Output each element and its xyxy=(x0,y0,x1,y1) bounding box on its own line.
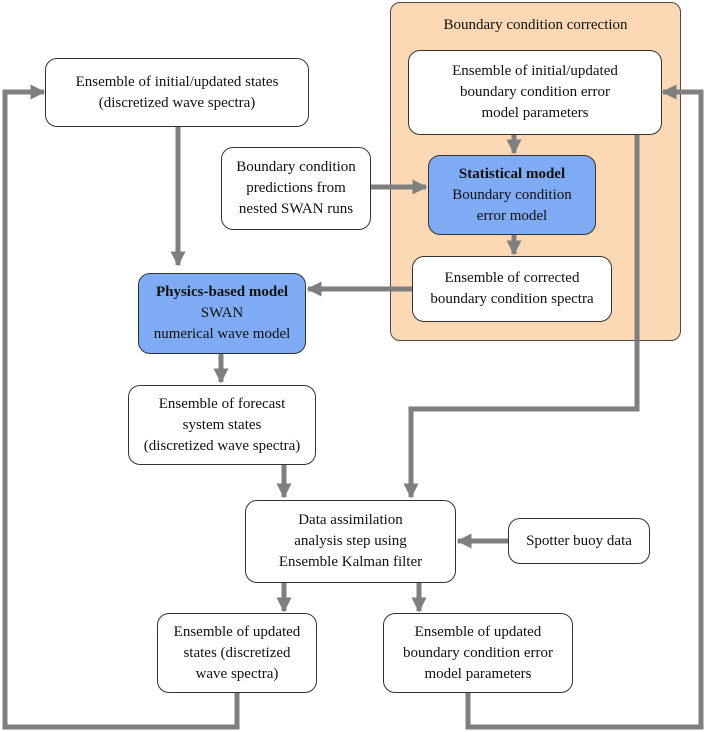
node-line: Ensemble Kalman filter xyxy=(278,554,423,570)
node-line: Ensemble of initial/updated states xyxy=(75,73,279,90)
node-line: SWAN xyxy=(200,305,244,321)
node-line: boundary condition error xyxy=(403,644,553,661)
node-line: model parameters xyxy=(481,105,589,121)
node-statistical-model: Statistical model Boundary condition err… xyxy=(428,155,596,235)
node-line: boundary condition spectra xyxy=(430,291,594,307)
node-line: Ensemble of updated xyxy=(173,623,301,640)
node-line: Spotter buoy data xyxy=(526,532,632,549)
node-line: error model xyxy=(476,207,548,224)
node-ensemble-initial-bc-params: Ensemble of initial/updated boundary con… xyxy=(408,50,662,135)
node-line: wave spectra) xyxy=(195,665,279,682)
node-corrected-bc-spectra: Ensemble of corrected boundary condition… xyxy=(412,256,612,322)
node-line: Ensemble of forecast xyxy=(158,395,286,412)
node-line: predictions from xyxy=(246,180,346,196)
arrow-bc-params-to-assimilation xyxy=(403,135,640,499)
group-title: Boundary condition correction xyxy=(443,17,628,33)
node-line: nested SWAN runs xyxy=(238,201,354,217)
node-line: Ensemble of corrected xyxy=(444,270,580,286)
node-spotter-buoy-data: Spotter buoy data xyxy=(508,518,650,564)
node-line: Boundary condition xyxy=(452,186,572,203)
node-line: numerical wave model xyxy=(153,326,291,342)
node-line: Boundary condition xyxy=(236,159,356,175)
node-ensemble-initial-states: Ensemble of initial/updated states (disc… xyxy=(45,58,309,127)
node-line: states (discretized xyxy=(183,644,291,661)
feedback-loop-bc-params xyxy=(465,84,704,730)
node-line: model parameters xyxy=(424,665,532,682)
node-line: boundary condition error xyxy=(460,84,610,100)
node-line: Ensemble of initial/updated xyxy=(452,63,618,79)
node-physics-model: Physics-based model SWAN numerical wave … xyxy=(138,273,306,354)
node-title: Physics-based model xyxy=(155,284,289,300)
node-line: (discretized wave spectra) xyxy=(98,94,256,111)
node-title: Statistical model xyxy=(458,165,566,182)
feedback-loop-states xyxy=(2,84,240,730)
node-line: analysis step using xyxy=(294,533,407,549)
node-line: (discretized wave spectra) xyxy=(143,437,301,454)
node-bc-predictions: Boundary condition predictions from nest… xyxy=(221,147,371,230)
node-updated-states: Ensemble of updated states (discretized … xyxy=(157,613,317,693)
node-line: Ensemble of updated xyxy=(414,623,542,640)
node-updated-bc-params: Ensemble of updated boundary condition e… xyxy=(383,613,573,693)
node-data-assimilation: Data assimilation analysis step using En… xyxy=(245,500,456,583)
node-forecast-states: Ensemble of forecast system states (disc… xyxy=(128,385,316,465)
node-line: system states xyxy=(182,416,262,433)
node-line: Data assimilation xyxy=(298,512,403,528)
